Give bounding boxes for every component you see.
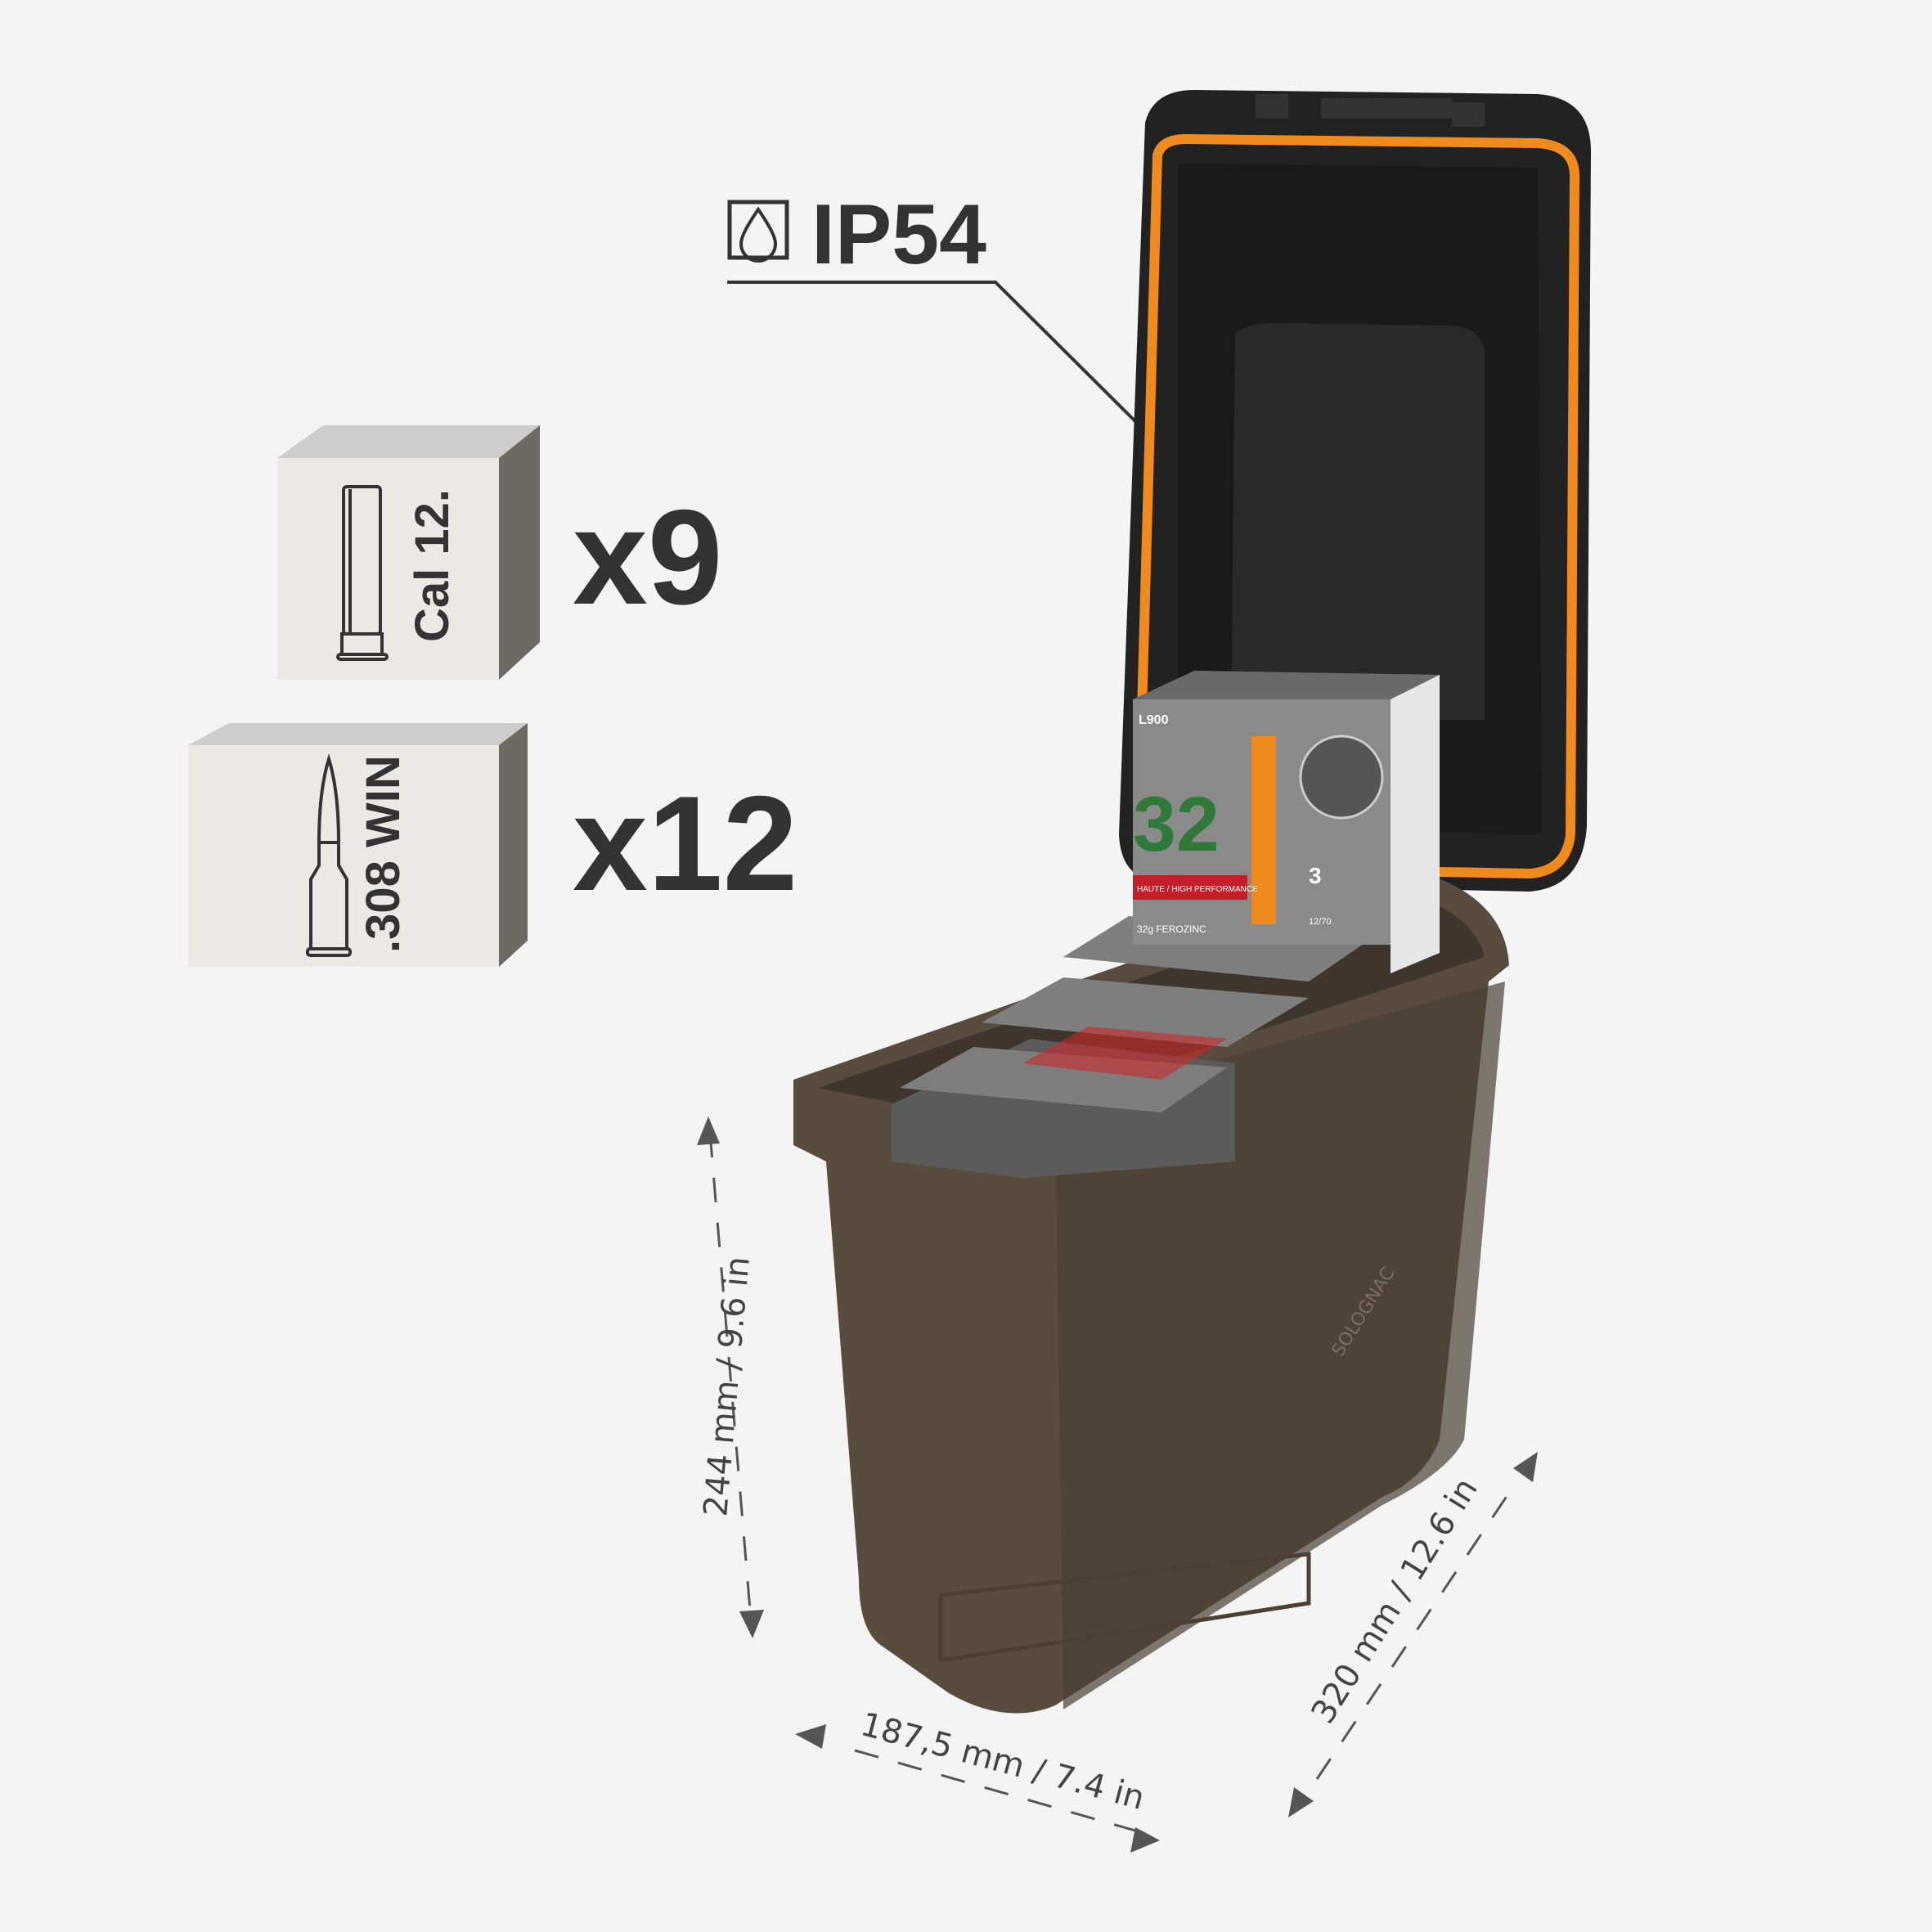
- rifle-cartridge-icon: [306, 753, 352, 957]
- water-drop-icon-frame: [727, 200, 789, 260]
- shotgun-shell-icon: [336, 485, 389, 661]
- dimension-width: [795, 1724, 1160, 1853]
- caliber-label: .308 WIN: [357, 755, 410, 953]
- ip-rating-callout: IP54: [727, 187, 1157, 445]
- box-side: [499, 723, 528, 967]
- water-drop-icon: [739, 206, 778, 263]
- cartridge-boxes: L900 32 HAUTE / HIGH PERFORMANCE 32g FER…: [892, 671, 1440, 1178]
- callout-leader-line: [727, 281, 1153, 439]
- box-front: [277, 458, 499, 680]
- box-number: 32: [1133, 781, 1220, 868]
- height-dimension-label: 244 mm / 9.6 in: [697, 1255, 757, 1517]
- box-front: [188, 745, 499, 967]
- quantity-label: x12: [573, 768, 798, 919]
- box-model: L900: [1139, 713, 1169, 727]
- capacity-rifle: .308 WIN x12: [188, 723, 798, 967]
- lid-inner-panel: [1231, 323, 1485, 720]
- box-side: [499, 425, 540, 680]
- case-body: SOLOGNAC L900 32 HAUTE / HIGH PERFORMANC…: [793, 671, 1509, 1714]
- box-top: [277, 425, 540, 458]
- box-top: [188, 723, 528, 745]
- box-load: 32g FEROZINC: [1137, 923, 1206, 935]
- cartridge-box-front: [1133, 699, 1440, 945]
- dimension-height: [697, 1117, 764, 1638]
- caliber-label: Cal 12.: [406, 489, 459, 642]
- capacity-shotgun: Cal 12. x9: [277, 425, 723, 680]
- box-gauge: 12/70: [1309, 917, 1332, 927]
- width-dimension-label: 187,5 mm / 7.4 in: [856, 1705, 1148, 1817]
- box-tagline: HAUTE / HIGH PERFORMANCE: [1137, 885, 1258, 894]
- ip-rating-label: IP54: [811, 187, 986, 282]
- quantity-label: x9: [573, 482, 723, 632]
- dimension-length: [1288, 1452, 1538, 1817]
- box-shot: 3: [1309, 863, 1322, 888]
